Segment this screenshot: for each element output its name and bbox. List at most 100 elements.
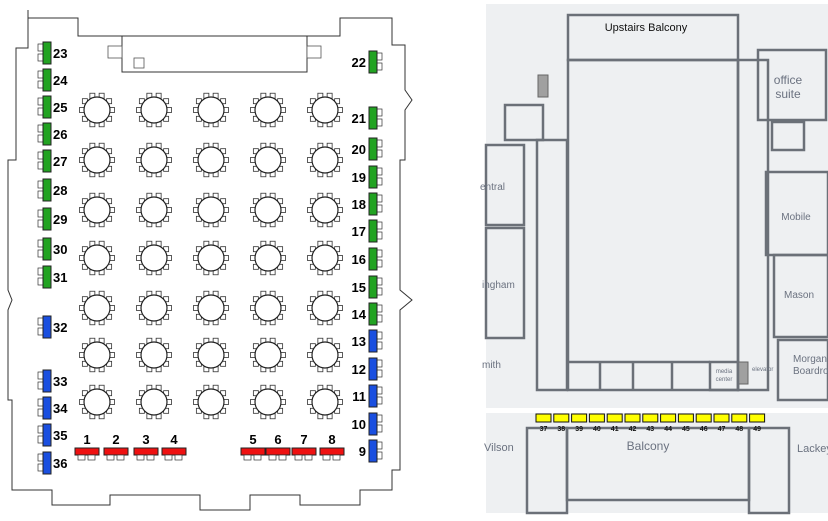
table-44[interactable]: 44 bbox=[660, 413, 677, 433]
round-table[interactable] bbox=[193, 337, 229, 373]
table-number: 27 bbox=[53, 154, 67, 169]
round-table[interactable] bbox=[307, 142, 343, 178]
chair-icon bbox=[376, 277, 383, 286]
table-marker bbox=[368, 275, 378, 299]
table-top bbox=[83, 388, 111, 416]
round-table[interactable] bbox=[79, 384, 115, 420]
floor-divider bbox=[486, 408, 828, 413]
round-table[interactable] bbox=[136, 240, 172, 276]
table-37[interactable]: 37 bbox=[535, 413, 552, 433]
round-table[interactable] bbox=[250, 142, 286, 178]
table-28[interactable]: 28 bbox=[37, 178, 67, 202]
table-47[interactable]: 47 bbox=[713, 413, 730, 433]
table-5[interactable]: 5 bbox=[240, 432, 266, 461]
round-table[interactable] bbox=[307, 240, 343, 276]
round-table[interactable] bbox=[79, 192, 115, 228]
round-table[interactable] bbox=[250, 240, 286, 276]
round-table[interactable] bbox=[250, 337, 286, 373]
round-table[interactable] bbox=[250, 92, 286, 128]
table-39[interactable]: 39 bbox=[571, 413, 588, 433]
table-19[interactable]: 19 bbox=[352, 165, 383, 189]
table-9[interactable]: 9 bbox=[359, 439, 383, 463]
table-23[interactable]: 23 bbox=[37, 41, 67, 65]
table-32[interactable]: 32 bbox=[37, 315, 67, 339]
round-table[interactable] bbox=[307, 192, 343, 228]
round-table[interactable] bbox=[307, 290, 343, 326]
table-10[interactable]: 10 bbox=[352, 412, 383, 436]
round-table[interactable] bbox=[136, 142, 172, 178]
round-table[interactable] bbox=[250, 384, 286, 420]
table-number: 9 bbox=[359, 444, 366, 459]
table-6[interactable]: 6 bbox=[265, 432, 291, 461]
table-26[interactable]: 26 bbox=[37, 122, 67, 146]
table-46[interactable]: 46 bbox=[695, 413, 712, 433]
table-2[interactable]: 2 bbox=[103, 432, 129, 461]
round-table[interactable] bbox=[79, 240, 115, 276]
table-24[interactable]: 24 bbox=[37, 68, 68, 92]
table-1[interactable]: 1 bbox=[74, 432, 100, 461]
table-33[interactable]: 33 bbox=[37, 369, 67, 393]
round-table[interactable] bbox=[193, 192, 229, 228]
round-table[interactable] bbox=[193, 142, 229, 178]
round-table[interactable] bbox=[193, 240, 229, 276]
table-48[interactable]: 48 bbox=[731, 413, 748, 433]
table-15[interactable]: 15 bbox=[352, 275, 383, 299]
table-36[interactable]: 36 bbox=[37, 451, 67, 475]
table-marker bbox=[42, 41, 52, 65]
table-38[interactable]: 38 bbox=[553, 413, 570, 433]
table-11[interactable]: 11 bbox=[352, 384, 383, 408]
table-42[interactable]: 42 bbox=[624, 413, 641, 433]
round-table[interactable] bbox=[250, 290, 286, 326]
table-17[interactable]: 17 bbox=[352, 219, 383, 243]
round-table[interactable] bbox=[79, 142, 115, 178]
round-table[interactable] bbox=[79, 290, 115, 326]
table-7[interactable]: 7 bbox=[291, 432, 317, 461]
round-table[interactable] bbox=[193, 92, 229, 128]
table-8[interactable]: 8 bbox=[319, 432, 345, 461]
round-table[interactable] bbox=[79, 92, 115, 128]
table-22[interactable]: 22 bbox=[352, 50, 383, 74]
round-table[interactable] bbox=[136, 337, 172, 373]
table-16[interactable]: 16 bbox=[352, 247, 383, 271]
table-35[interactable]: 35 bbox=[37, 423, 67, 447]
round-table[interactable] bbox=[136, 92, 172, 128]
table-29[interactable]: 29 bbox=[37, 207, 67, 231]
table-14[interactable]: 14 bbox=[352, 302, 383, 326]
table-4[interactable]: 4 bbox=[161, 432, 187, 461]
table-marker bbox=[368, 329, 378, 353]
round-table[interactable] bbox=[307, 337, 343, 373]
table-21[interactable]: 21 bbox=[352, 106, 383, 130]
round-table[interactable] bbox=[193, 290, 229, 326]
round-table[interactable] bbox=[250, 192, 286, 228]
round-table[interactable] bbox=[136, 384, 172, 420]
round-table[interactable] bbox=[307, 384, 343, 420]
table-45[interactable]: 45 bbox=[677, 413, 694, 433]
round-table[interactable] bbox=[136, 192, 172, 228]
round-table[interactable] bbox=[136, 290, 172, 326]
table-20[interactable]: 20 bbox=[352, 137, 383, 161]
round-table[interactable] bbox=[79, 337, 115, 373]
table-40[interactable]: 40 bbox=[588, 413, 605, 433]
table-top bbox=[254, 294, 282, 322]
table-number: 30 bbox=[53, 242, 67, 257]
round-table[interactable] bbox=[193, 384, 229, 420]
table-top bbox=[254, 146, 282, 174]
round-table[interactable] bbox=[307, 92, 343, 128]
table-41[interactable]: 41 bbox=[606, 413, 623, 433]
table-25[interactable]: 25 bbox=[37, 95, 67, 119]
table-49[interactable]: 49 bbox=[749, 413, 766, 433]
table-34[interactable]: 34 bbox=[37, 396, 68, 420]
table-12[interactable]: 12 bbox=[352, 357, 383, 381]
table-marker bbox=[42, 68, 52, 92]
table-marker bbox=[695, 413, 712, 423]
table-27[interactable]: 27 bbox=[37, 149, 67, 173]
balcony-right-stair bbox=[747, 426, 791, 515]
table-13[interactable]: 13 bbox=[352, 329, 383, 353]
table-43[interactable]: 43 bbox=[642, 413, 659, 433]
table-marker bbox=[713, 413, 730, 423]
table-30[interactable]: 30 bbox=[37, 237, 67, 261]
table-3[interactable]: 3 bbox=[133, 432, 159, 461]
table-31[interactable]: 31 bbox=[37, 265, 67, 289]
table-18[interactable]: 18 bbox=[352, 192, 383, 216]
table-number: 4 bbox=[170, 432, 178, 447]
